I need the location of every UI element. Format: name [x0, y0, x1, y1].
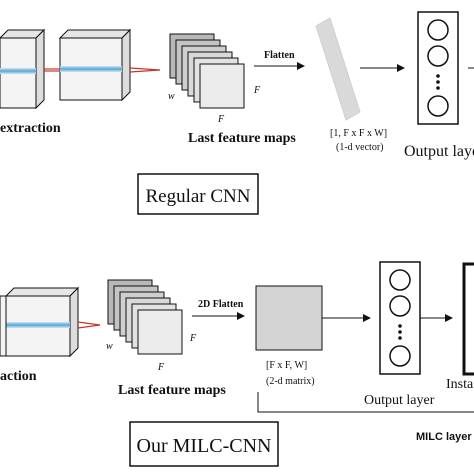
milc-matrix-label-2: (2-d matrix) — [266, 376, 315, 387]
milc-title-box — [129, 421, 279, 467]
milc-extraction-label: action — [0, 369, 37, 384]
milc-ray — [77, 321, 101, 329]
milc-extraction-box — [0, 286, 80, 358]
regular-dim-f-bottom: F — [217, 114, 225, 125]
regular-ray — [44, 67, 161, 73]
milc-matrix-label-1: [F x F, W] — [266, 360, 307, 371]
regular-output-label: Output layer — [404, 143, 474, 160]
regular-dim-f-side: F — [253, 85, 261, 96]
regular-flat-vector — [315, 17, 361, 121]
regular-vector-label-1: [1, F x F x W] — [330, 128, 387, 139]
milc-output-layer — [379, 261, 421, 375]
milc-dim-f-side: F — [189, 333, 197, 344]
regular-title: Regular CNN — [145, 186, 250, 207]
milc-dim-w: w — [106, 341, 113, 352]
milc-cnn-section: action w F F Last feature maps 2D Flatte… — [0, 261, 474, 467]
milc-layer-label: MILC layer — [416, 431, 472, 443]
milc-layer-bracket — [257, 392, 474, 413]
regular-extraction-box-1 — [0, 28, 46, 110]
regular-feature-maps-stack — [169, 33, 245, 109]
milc-feature-maps-label: Last feature maps — [118, 383, 226, 398]
regular-title-box — [137, 173, 259, 215]
milc-instance-label: Insta — [446, 377, 474, 392]
regular-output-layer — [417, 11, 459, 125]
regular-flatten-label: Flatten — [264, 50, 295, 61]
regular-dim-w: w — [168, 91, 175, 102]
milc-feature-maps-stack — [107, 279, 183, 355]
milc-title: Our MILC-CNN — [137, 435, 272, 457]
regular-feature-maps-label: Last feature maps — [188, 131, 296, 146]
regular-extraction-box-2 — [58, 28, 132, 102]
regular-vector-label-2: (1-d vector) — [336, 142, 383, 153]
milc-flatten-label: 2D Flatten — [198, 299, 244, 310]
milc-dim-f-bottom: F — [157, 362, 165, 373]
milc-output-label: Output layer — [364, 393, 435, 408]
regular-cnn-section: extraction w F F Last feature maps Flatt… — [0, 11, 474, 215]
milc-flat-matrix — [255, 285, 323, 351]
milc-instance-layer — [462, 262, 474, 376]
regular-extraction-label: extraction — [0, 121, 61, 136]
